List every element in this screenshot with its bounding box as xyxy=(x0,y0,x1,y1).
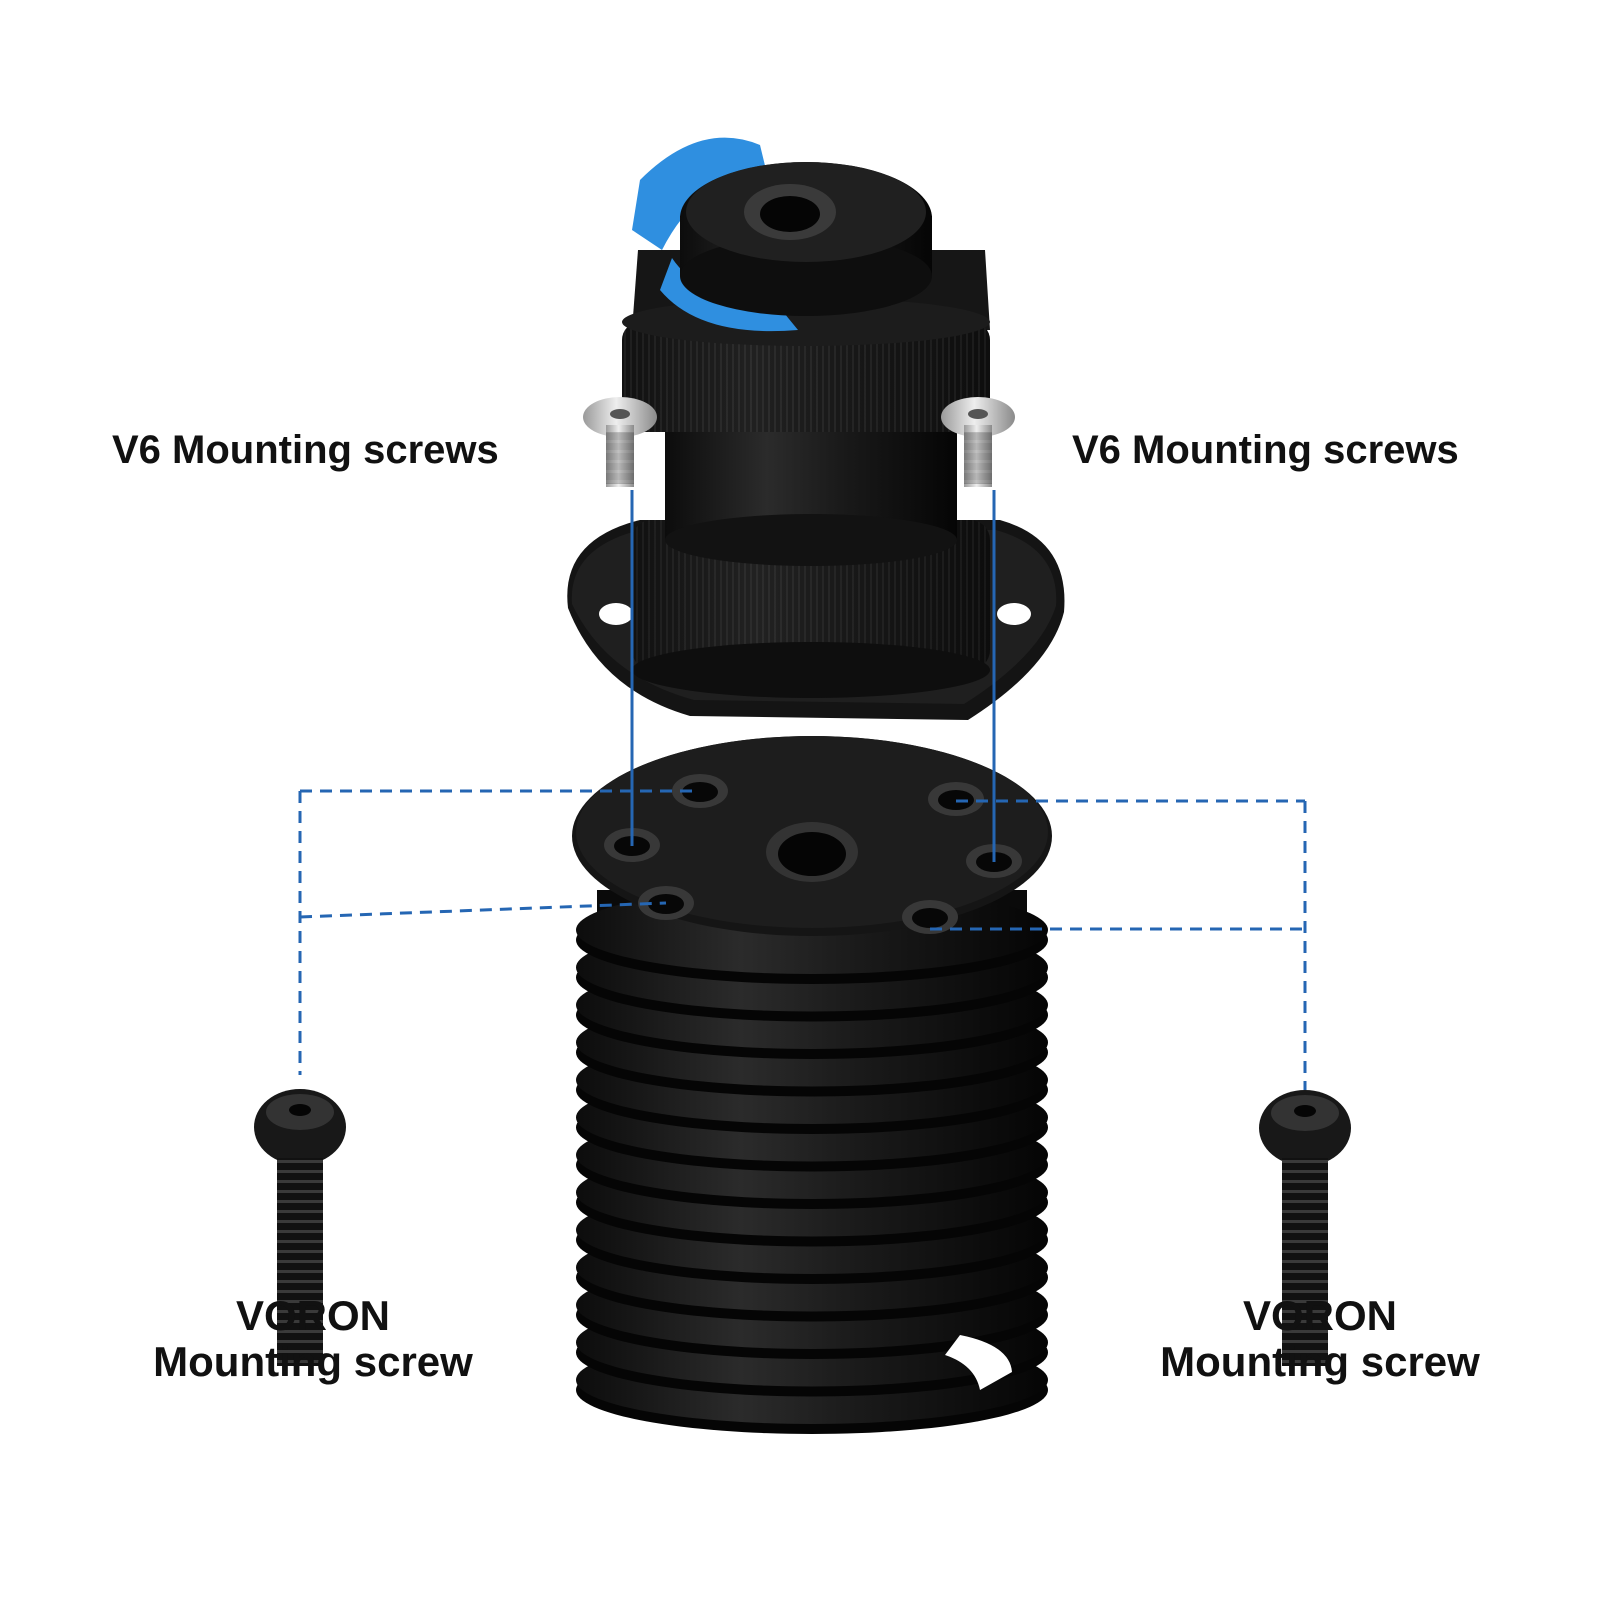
button-head-screw-icon xyxy=(1259,1090,1351,1366)
finned-heatsink-icon xyxy=(572,736,1052,1434)
voron-label-line2: Mounting screw xyxy=(1160,1338,1480,1386)
voron-label-line1: VORON xyxy=(1242,1292,1397,1339)
heatsink-fins xyxy=(576,886,1048,1434)
guide-dashed-left xyxy=(298,789,700,1075)
flange-hole-right xyxy=(997,603,1031,625)
push-fit-coupler-icon xyxy=(567,137,1065,720)
v6-screws-label-right: V6 Mounting screws xyxy=(1072,428,1459,472)
v6-screws-label-left: V6 Mounting screws xyxy=(112,428,499,472)
flange-hole-left xyxy=(599,603,633,625)
guide-dashed-right xyxy=(930,799,1307,1090)
countersunk-screw-icon xyxy=(583,397,657,487)
voron-screw-label-right: VORON Mounting screw xyxy=(1110,1292,1530,1386)
countersunk-screw-icon xyxy=(941,397,1015,487)
guide-lines xyxy=(298,490,1307,1090)
voron-label-line1: VORON xyxy=(235,1292,390,1339)
voron-screw-label-left: VORON Mounting screw xyxy=(103,1292,523,1386)
voron-label-line2: Mounting screw xyxy=(153,1338,473,1386)
heatsink-slot xyxy=(945,1335,1012,1390)
button-head-screw-icon xyxy=(254,1089,346,1366)
